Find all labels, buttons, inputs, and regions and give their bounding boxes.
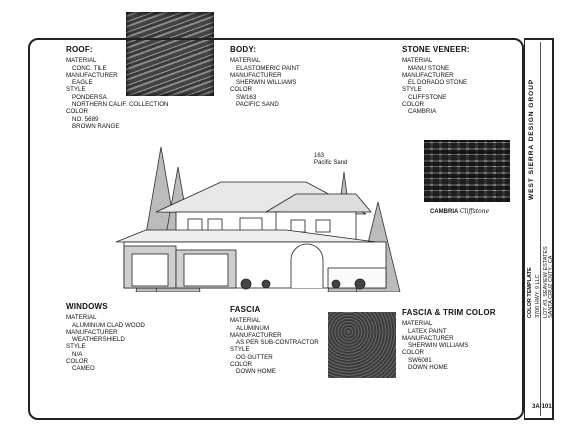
stone-line: STYLE xyxy=(402,86,422,94)
trim-line: MATERIAL xyxy=(402,320,433,328)
fascia-section: FASCIA MATERIAL ALUMINUM MANUFACTURER AS… xyxy=(230,305,319,376)
stone-value: EL DORADO STONE xyxy=(408,79,468,87)
body-section: BODY: MATERIAL ELASTOMERIC PAINT MANUFAC… xyxy=(230,45,300,109)
project-address: 3700 HWY. 9 LLC xyxy=(535,274,541,318)
fascia-value: OG GUTTER xyxy=(236,353,273,361)
roof-line: MANUFACTURER xyxy=(66,71,118,79)
windows-heading: WINDOWS xyxy=(66,302,108,311)
windows-section: WINDOWS MATERIAL ALUMINUM CLAD WOOD MANU… xyxy=(66,302,145,373)
fascia-line: MATERIAL xyxy=(230,317,261,325)
fascia-heading: FASCIA xyxy=(230,305,261,314)
trim-color-swatch xyxy=(328,312,396,378)
roof-line: COLOR xyxy=(66,108,89,116)
stone-caption: CAMBRIA Cliffstone xyxy=(430,208,489,215)
stone-value: CLIFFSTONE xyxy=(408,93,447,101)
fascia-value: AS PER SUB-CONTRACTOR xyxy=(236,339,319,347)
body-heading: BODY: xyxy=(230,45,257,54)
body-value: SW163 xyxy=(236,93,257,101)
windows-value: CAMEO xyxy=(72,365,95,373)
stone-value: MANU STONE xyxy=(408,64,450,72)
body-line: COLOR xyxy=(230,86,253,94)
drawing-frame xyxy=(28,38,524,420)
windows-line: COLOR xyxy=(66,358,89,366)
callout-name: Pacific Sand xyxy=(314,160,348,166)
roof-value: PONDERSA xyxy=(72,93,107,101)
title-block xyxy=(524,38,554,420)
body-value: ELASTOMERIC PAINT xyxy=(236,64,300,72)
trim-line: MANUFACTURER xyxy=(402,334,454,342)
stone-line: MATERIAL xyxy=(402,57,433,65)
stone-section: STONE VENEER: MATERIAL MANU STONE MANUFA… xyxy=(402,45,470,116)
body-color-callout: 163 Pacific Sand xyxy=(314,153,347,167)
trim-line: COLOR xyxy=(402,349,425,357)
fascia-line: STYLE xyxy=(230,346,250,354)
stone-caption-brand: CAMBRIA xyxy=(430,209,459,215)
stone-veneer-swatch xyxy=(424,140,510,202)
stone-heading: STONE VENEER: xyxy=(402,45,470,54)
body-value: SHERWIN WILLIAMS xyxy=(236,79,297,87)
fascia-line: COLOR xyxy=(230,361,253,369)
roof-tile-swatch xyxy=(126,12,214,96)
roof-section: ROOF: MATERIAL CONC. TILE MANUFACTURER E… xyxy=(66,45,169,130)
stone-line: MANUFACTURER xyxy=(402,71,454,79)
body-line: MATERIAL xyxy=(230,57,261,65)
windows-value: ALUMINUM CLAD WOOD xyxy=(72,321,145,329)
firm-name: WEST SIERRA DESIGN GROUP xyxy=(528,78,535,200)
windows-line: MANUFACTURER xyxy=(66,328,118,336)
body-line: MANUFACTURER xyxy=(230,71,282,79)
stone-line: COLOR xyxy=(402,101,425,109)
trim-section: FASCIA & TRIM COLOR MATERIAL LATEX PAINT… xyxy=(402,308,496,372)
house-elevation-drawing xyxy=(116,146,401,292)
roof-heading: ROOF: xyxy=(66,45,93,54)
windows-value: N/A xyxy=(72,350,83,358)
roof-line: MATERIAL xyxy=(66,57,97,65)
windows-value: WEATHERSHIELD xyxy=(72,336,125,344)
city-county: SANTA CRUZ CNTY., CA xyxy=(548,255,554,318)
fascia-value: DOWN HOME xyxy=(236,368,276,376)
windows-line: MATERIAL xyxy=(66,314,97,322)
trim-value: SHERWIN WILLIAMS xyxy=(408,342,469,350)
windows-line: STYLE xyxy=(66,343,86,351)
trim-value: DOWN HOME xyxy=(408,364,448,372)
roof-value: NO. 5689 xyxy=(72,115,99,123)
title-block-divider xyxy=(540,42,541,416)
roof-value: NORTHERN CALIF. COLLECTION xyxy=(72,101,169,109)
callout-number: 163 xyxy=(314,153,325,159)
fascia-value: ALUMINUM xyxy=(236,324,270,332)
roof-value: CONC. TILE xyxy=(72,64,107,72)
trim-value: SW6081 xyxy=(408,356,432,364)
stone-value: CAMBRIA xyxy=(408,108,437,116)
stone-caption-script: Cliffstone xyxy=(460,208,490,215)
body-value: PACIFIC SAND xyxy=(236,101,279,109)
sheet-title: COLOR TEMPLATE xyxy=(527,267,533,318)
roof-value: BROWN RANGE xyxy=(72,122,120,130)
fascia-line: MANUFACTURER xyxy=(230,331,282,339)
roof-value: EAGLE xyxy=(72,79,93,87)
trim-value: LATEX PAINT xyxy=(408,327,447,335)
trim-heading: FASCIA & TRIM COLOR xyxy=(402,308,496,317)
roof-line: STYLE xyxy=(66,86,86,94)
sheet-number: 3A-101 xyxy=(532,404,552,410)
